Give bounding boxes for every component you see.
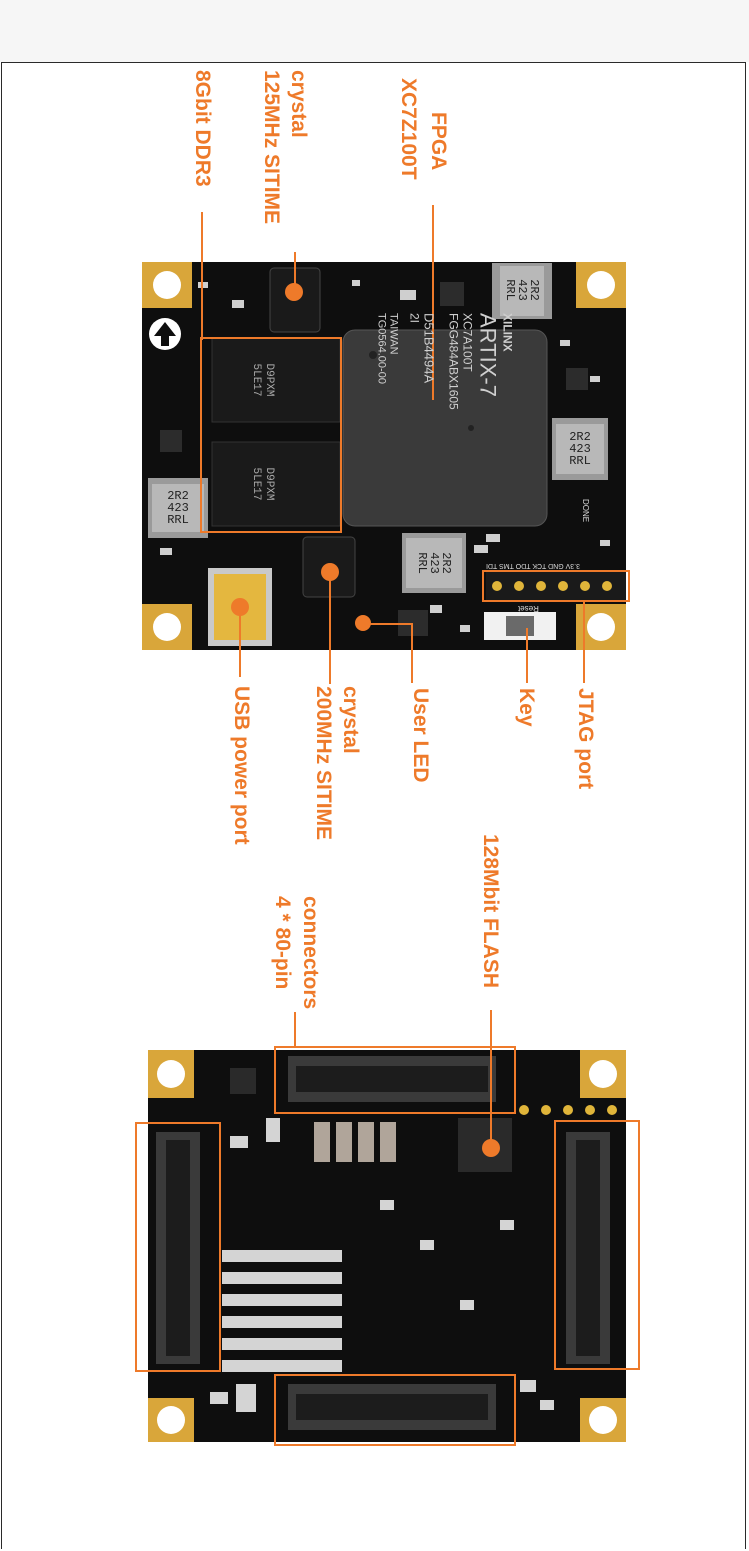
fpga-marking: XILINX ARTIX-7 XC7A100T FGG484ABX1605 D5… — [376, 313, 515, 543]
chip-part: XC7A100T — [460, 313, 475, 372]
top-board-pcb — [142, 262, 626, 650]
label-flash: 128Mbit FLASH — [479, 834, 502, 989]
label-crystal-125: crystal — [287, 70, 310, 138]
marker-dot-icon — [285, 283, 303, 301]
jtag-pin-silk: 3.3V GND TCK TDO TMS TDI — [486, 562, 581, 569]
label-fpga-part: XC7Z100T — [397, 78, 420, 180]
inductor — [148, 263, 608, 593]
board-connector — [156, 1056, 610, 1430]
leader-line — [526, 628, 528, 683]
chip-brand: XILINX — [500, 313, 515, 352]
label-fpga: FPGA — [427, 112, 450, 171]
ddr3-chip — [211, 441, 341, 527]
chip-lot: D51B4494A — [421, 313, 437, 384]
label-user-led: User LED — [409, 688, 432, 783]
top-band — [0, 0, 749, 62]
leader-line — [432, 205, 434, 400]
leader-line — [294, 252, 296, 292]
connector-highlight-box — [554, 1120, 640, 1370]
leader-line — [583, 600, 585, 683]
chip-family: ARTIX-7 — [475, 313, 501, 397]
label-crystal-125-freq: 125MHz SITIME — [260, 70, 283, 225]
leader-line — [411, 623, 413, 683]
jtag-highlight-box — [482, 570, 630, 602]
leader-line — [239, 607, 241, 677]
chip-package: FGG484ABX1605 — [446, 313, 461, 410]
chip-code: TG0564.00-00 — [375, 313, 388, 384]
leader-line — [490, 1010, 492, 1148]
label-connectors: connectors — [299, 896, 322, 1010]
leader-line — [201, 212, 203, 340]
chip-country: TAIWAN — [387, 313, 400, 355]
connector-highlight-box — [274, 1046, 516, 1114]
leader-line — [362, 623, 412, 625]
reset-silk: Reset — [518, 604, 539, 613]
done-silk: DONE — [581, 498, 591, 523]
connector-highlight-box — [274, 1374, 516, 1446]
chip-grade: 2I — [407, 313, 422, 324]
connector-highlight-box — [135, 1122, 221, 1372]
label-crystal-200-freq: 200MHz SITIME — [312, 686, 335, 841]
bottom-board-pcb — [148, 1050, 626, 1442]
label-key: Key — [515, 688, 538, 727]
leader-line — [294, 1012, 296, 1048]
label-jtag-port: JTAG port — [574, 688, 597, 790]
label-connectors-count: 4 * 80-pin — [271, 896, 294, 990]
page-frame — [1, 62, 746, 1549]
leader-line — [329, 572, 331, 684]
fpga-chip — [342, 329, 548, 527]
label-ddr3: 8Gbit DDR3 — [191, 70, 214, 187]
mounting-hole-icon — [148, 1050, 626, 1442]
label-usb-power-port: USB power port — [230, 686, 253, 845]
ddr3-highlight-box — [200, 337, 342, 533]
label-crystal-200: crystal — [339, 686, 362, 754]
